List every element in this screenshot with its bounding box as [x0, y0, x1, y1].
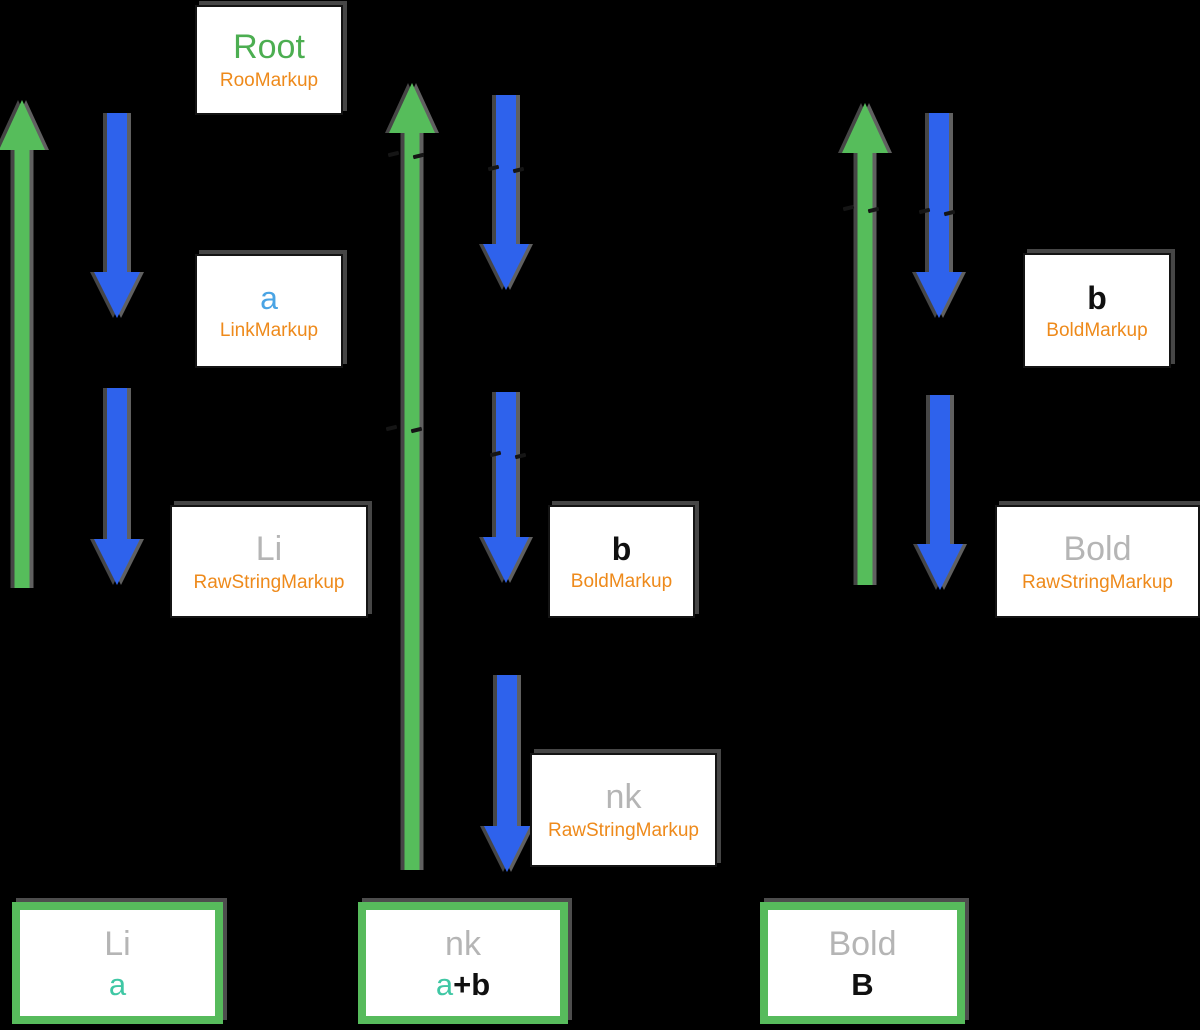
tick-mark: [918, 205, 956, 219]
node-title: Bold: [1063, 529, 1132, 568]
up-arrow-middle: [389, 83, 435, 870]
result-box-bold: Bold B: [760, 902, 965, 1024]
node-markup-label: BoldMarkup: [570, 570, 673, 592]
down-arrow-middle-2: [483, 392, 529, 583]
result-title: nk: [445, 924, 481, 963]
arrowhead-up-icon: [842, 103, 888, 153]
node-markup-label: RawStringMarkup: [1022, 571, 1173, 593]
result-box-nk: nk a+b: [358, 902, 568, 1024]
tick-mark: [487, 162, 525, 176]
arrowhead-up-icon: [389, 83, 435, 133]
arrowhead-down-icon: [483, 537, 529, 583]
node-markup-label: RawStringMarkup: [193, 571, 345, 593]
result-value: B: [851, 966, 874, 1002]
node-nk-rawstring: nk RawStringMarkup: [530, 753, 717, 867]
result-value: a+b: [435, 966, 491, 1002]
up-arrow-left: [0, 100, 45, 588]
arrowhead-down-icon: [94, 539, 140, 585]
node-markup-label: RawStringMarkup: [548, 820, 699, 841]
node-title: nk: [605, 778, 642, 816]
arrowhead-up-icon: [0, 100, 45, 150]
node-title: b: [1087, 279, 1107, 316]
down-arrow-right-2: [917, 395, 963, 590]
node-title: Root: [233, 28, 305, 66]
node-title: Li: [255, 529, 283, 568]
result-title: Li: [104, 924, 131, 963]
tick-mark: [387, 148, 425, 162]
node-bold-right: b BoldMarkup: [1023, 253, 1171, 368]
node-li-rawstring: Li RawStringMarkup: [170, 505, 368, 618]
down-arrow-left-2: [94, 388, 140, 585]
arrowhead-down-icon: [917, 544, 963, 590]
node-title: b: [611, 530, 632, 567]
node-title: a: [260, 280, 278, 316]
arrowhead-down-icon: [94, 272, 140, 318]
tick-mark: [385, 422, 423, 436]
result-title: Bold: [828, 924, 897, 963]
node-markup-label: RooMarkup: [219, 70, 319, 91]
node-bold-middle: b BoldMarkup: [548, 505, 695, 618]
up-arrow-right: [842, 103, 888, 585]
down-arrow-right-1: [916, 113, 962, 318]
node-markup-label: LinkMarkup: [219, 320, 319, 341]
arrowhead-down-icon: [484, 826, 530, 872]
tick-mark: [489, 448, 527, 462]
down-arrow-middle-1: [483, 95, 529, 290]
node-root: Root RooMarkup: [195, 5, 343, 115]
tick-mark: [842, 202, 880, 216]
result-box-li: Li a: [12, 902, 223, 1024]
arrowhead-down-icon: [916, 272, 962, 318]
node-link: a LinkMarkup: [195, 254, 343, 368]
result-value: a: [108, 966, 127, 1002]
node-bold-rawstring: Bold RawStringMarkup: [995, 505, 1200, 618]
down-arrow-middle-3: [484, 675, 530, 872]
down-arrow-left-1: [94, 113, 140, 318]
arrowhead-down-icon: [483, 244, 529, 290]
node-markup-label: BoldMarkup: [1046, 319, 1148, 341]
